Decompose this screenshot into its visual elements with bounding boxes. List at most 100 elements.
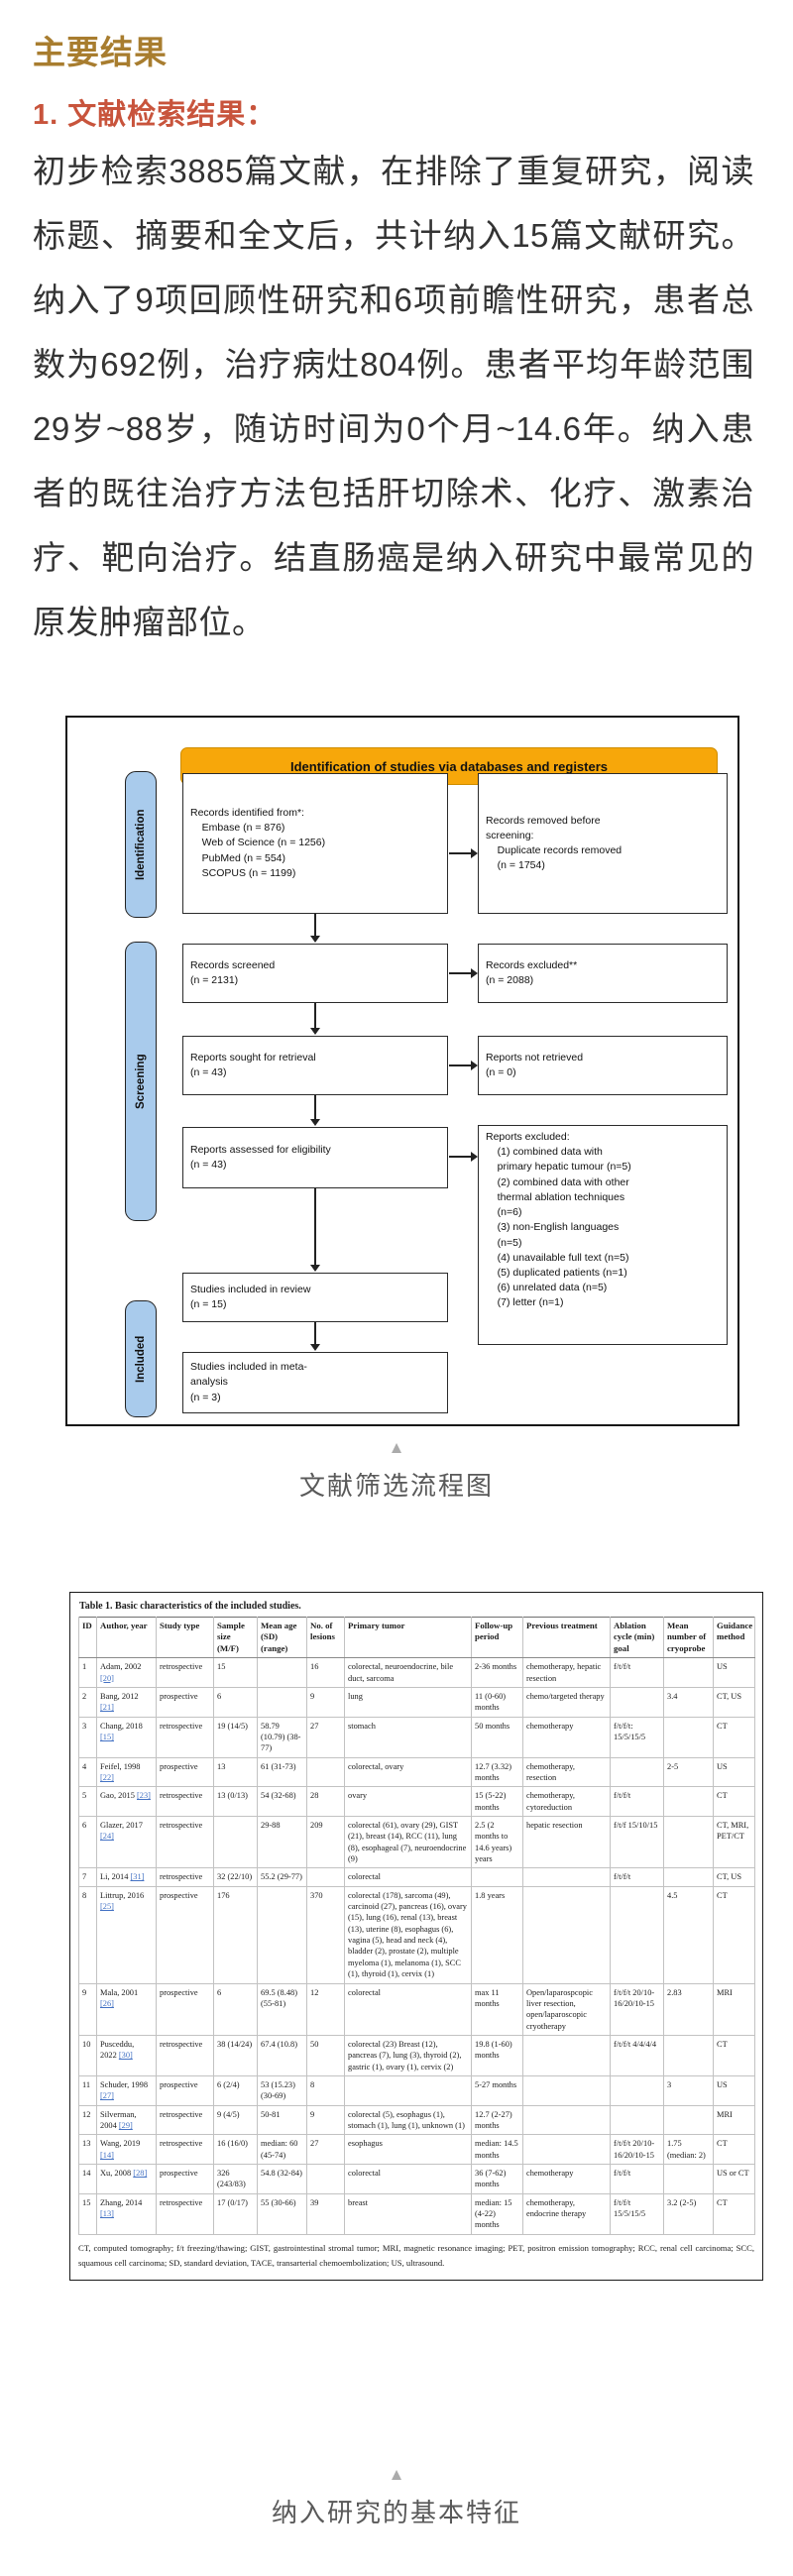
cell-id: 15 [78,2192,97,2235]
cell-age: 69.5 (8.48) (55-81) [257,1982,307,2036]
cell-lesions: 27 [306,2134,345,2165]
cell-age: 29-88 [257,1816,307,1869]
column-header-cryoprobe: Mean number of cryoprobe [663,1617,714,1659]
cell-lesions: 27 [306,1716,345,1758]
column-header-author: Author, year [96,1617,157,1659]
cell-lesions: 9 [306,2104,345,2136]
citation-ref: [31] [130,1872,145,1882]
cell-guidance: MRI [713,1982,755,2036]
cell-followup: median: 14.5 months [471,2134,523,2165]
column-header-guidance: Guidance method [713,1617,755,1659]
citation-ref: [29] [118,2120,133,2130]
cell-lesions: 39 [306,2192,345,2235]
cell-id: 9 [78,1982,97,2036]
cell-guidance: US [713,1756,755,1788]
cell-followup: 11 (0-60) months [471,1686,523,1718]
cell-tumor: lung [344,1686,472,1718]
cell-guidance: US [713,2074,755,2106]
cell-age: 61 (31-73) [257,1756,307,1788]
cell-id: 13 [78,2134,97,2165]
cell-age: 54 (32-68) [257,1786,307,1818]
cell-cryoprobe [663,1816,714,1869]
cell-tumor: colorectal (178), sarcoma (49), carcinoi… [344,1885,472,1984]
cell-followup: 19.8 (1-60) months [471,2034,523,2076]
arrow-down-icon [310,1095,319,1126]
cell-id: 1 [78,1657,97,1688]
triangle-up-icon: ▲ [388,2465,405,2484]
flow-box-studies-in-meta: Studies included in meta- analysis (n = … [182,1352,448,1413]
cell-age: 55.2 (29-77) [257,1867,307,1887]
cell-id: 12 [78,2104,97,2136]
cell-age [257,1885,307,1984]
column-header-ablation: Ablation cycle (min) goal [610,1617,664,1659]
citation-ref: [24] [100,1832,114,1842]
cell-followup: 5-27 months [471,2074,523,2106]
cell-age: 55 (30-66) [257,2192,307,2235]
cell-ablation [610,2074,664,2106]
flow-box-records-excluded: Records excluded** (n = 2088) [478,944,728,1003]
arrow-right-icon [449,968,478,977]
cell-followup: 15 (5-22) months [471,1786,523,1818]
cell-followup: 1.8 years [471,1885,523,1984]
flow-box-records-screened: Records screened (n = 2131) [182,944,448,1003]
cell-treatment: chemotherapy, cytoreduction [522,1786,611,1818]
cell-treatment [522,2034,611,2076]
cell-study_type: prospective [156,2163,214,2194]
diagram-caption: 文献筛选流程图 [298,1471,494,1501]
column-header-treatment: Previous treatment [522,1617,611,1659]
table-caption: 纳入研究的基本特征 [271,2498,521,2527]
cell-id: 8 [78,1885,97,1984]
cell-sample: 176 [213,1885,258,1984]
citation-ref: [28] [133,2168,148,2178]
cell-lesions: 209 [306,1816,345,1869]
cell-age: median: 60 (45-74) [257,2134,307,2165]
cell-lesions [306,1867,345,1887]
cell-sample: 17 (0/17) [213,2192,258,2235]
cell-study_type: retrospective [156,2104,214,2136]
citation-ref: [27] [100,2091,114,2101]
cell-study_type: retrospective [156,1716,214,1758]
cell-treatment [522,1867,611,1887]
cell-author: Xu, 2008 [28] [96,2163,157,2194]
citation-ref: [15] [100,1732,114,1741]
cell-treatment: chemotherapy [522,1716,611,1758]
cell-guidance: CT [713,2034,755,2076]
cell-study_type: retrospective [156,1657,214,1688]
cell-lesions: 16 [306,1657,345,1688]
cell-age: 53 (15.23) (30-69) [257,2074,307,2106]
cell-ablation: f/t/f/t [610,1786,664,1818]
cell-lesions [306,1756,345,1788]
column-header-followup: Follow-up period [471,1617,523,1659]
cell-age [257,1686,307,1718]
cell-id: 7 [78,1867,97,1887]
prisma-flow-diagram: Identification of studies via databases … [65,716,739,1426]
flow-box-reports-not-retrieved: Reports not retrieved (n = 0) [478,1036,728,1095]
cell-cryoprobe [663,1657,714,1688]
cell-guidance: CT, US [713,1686,755,1718]
cell-sample: 15 [213,1657,258,1688]
column-header-study_type: Study type [156,1617,214,1659]
cell-sample: 6 [213,1982,258,2036]
cell-sample: 6 [213,1686,258,1718]
cell-id: 6 [78,1816,97,1869]
cell-author: Adam, 2002 [20] [96,1657,157,1688]
cell-age: 58.79 (10.79) (38-77) [257,1716,307,1758]
table-footnote: CT, computed tomography; f/t freezing/th… [78,2242,754,2269]
cell-treatment: chemotherapy, endocrine therapy [522,2192,611,2235]
cell-guidance: CT [713,1786,755,1818]
cell-study_type: retrospective [156,2134,214,2165]
cell-ablation [610,2104,664,2136]
cell-study_type: prospective [156,1982,214,2036]
cell-author: Zhang, 2014 [13] [96,2192,157,2235]
cell-sample: 16 (16/0) [213,2134,258,2165]
cell-study_type: prospective [156,2074,214,2106]
cell-sample: 9 (4/5) [213,2104,258,2136]
cell-study_type: prospective [156,1686,214,1718]
cell-cryoprobe [663,1716,714,1758]
cell-followup: 2.5 (2 months to 14.6 years) years [471,1816,523,1869]
